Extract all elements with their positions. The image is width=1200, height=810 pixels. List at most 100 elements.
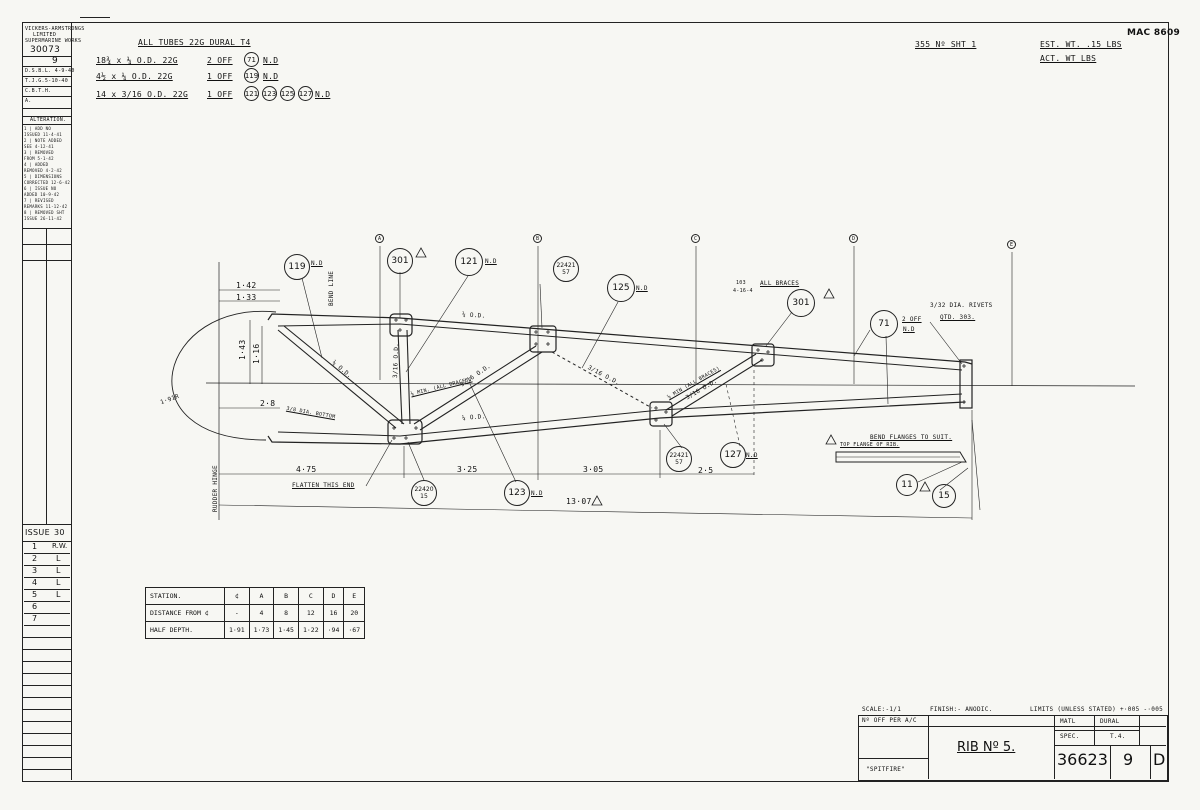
strip-blank-rows [22,626,71,780]
strip-rule-4 [22,86,71,87]
part-bubble-22420: 22420 15 [411,480,437,506]
part-127-nd: N.D [746,452,758,459]
spec-value: T.4. [1110,733,1126,740]
table-cell: 4 [248,604,275,622]
brace-125 [551,351,653,409]
flange-vert [971,419,981,511]
alteration-title: ALTERATION. [30,117,67,123]
leader-127 [725,383,741,447]
dim-label: 13·07 [566,497,592,506]
strip-rule-5 [22,96,71,97]
brace-123 [413,345,537,425]
tubes-title: ALL TUBES 22G DURAL T4 [138,38,251,47]
part-22421b-no: 22421 [669,452,689,459]
gusset-top-b [529,325,557,353]
tube-suffix-2: N.D [263,72,279,81]
flange-detail [835,451,967,463]
limits-label: LIMITS (UNLESS STATED) +·005 -·005 [1030,706,1164,713]
part-103-sub: 4-16-4 [733,288,753,294]
issue-no: 4 [32,578,38,587]
alteration-entry: REMOVED 4-2-42 [24,168,62,173]
table-row: HALF DEPTH. 1·91 1·73 1·45 1·22 ·94 ·67 [145,621,366,639]
drawing-title: RIB Nº 5. [957,740,1016,755]
rev-triangle-icon [825,434,837,445]
gusset-bottom-a [387,419,423,445]
table-cell: ·94 [322,621,345,639]
top-boom [267,313,973,365]
part-bubble-121: 121 [455,248,483,276]
sheet-number: 9 [1123,750,1134,769]
alteration-entry: ISSUED 11-4-41 [24,132,62,137]
title-block [858,715,1168,781]
tube-part-bubble: 71 [244,52,259,67]
issue-label: ISSUE [25,528,50,537]
dim-label: 1·42 [236,281,257,290]
act-weight: ACT. WT LBS [1040,54,1097,63]
rivet-note-2: QTD. 303. [940,314,976,321]
tb-divider-4 [1110,745,1111,779]
strip-checked: C.B.T.H. [25,88,52,94]
tb-divider-2 [1054,715,1055,779]
table-cell: B [273,587,299,605]
trailing-edge-cap [959,359,973,409]
rev-triangle-icon [823,288,835,299]
station-marker: C [691,234,700,243]
part-bubble-15: 15 [932,484,956,508]
tube-spec-2: 4½ x ¼ O.D. 22G [96,72,173,81]
tb-rule-2 [1054,730,1139,731]
tube-qty-1: 2 OFF [207,56,233,65]
rivet-marks [392,318,966,440]
table-cell: 1·73 [248,621,275,639]
drawing-size: D [1153,750,1166,769]
issue-no: 3 [32,566,38,575]
table-cell: 1·45 [273,621,299,639]
bend-flanges-note: BEND FLANGES TO SUIT. [870,434,953,441]
strip-rule-1 [22,56,71,57]
top-flange-note: TOP FLANGE OF RIB. [840,442,900,448]
part-bubble-301b: 301 [787,289,815,317]
mat-value: DURAL [1100,718,1120,725]
tube-spec-3: 14 x 3/16 O.D. 22G [96,90,189,99]
gusset-bottom-c [649,401,673,427]
tb-rule [858,726,1166,727]
alteration-entry: 6 | ISSUE NO [24,186,57,191]
part-103: 103 [736,280,746,286]
chord-datum-line [205,382,1136,387]
table-cell: C [297,587,324,605]
table-cell: E [343,587,366,605]
dim-label: 3·05 [583,465,604,474]
tube-part-bubble: 123 [262,86,277,101]
strip-traced: T.J.G.5-10-40 [25,78,69,84]
sheet-ref: 355 Nº SHT 1 [915,40,977,49]
brace-127-b [671,359,763,417]
table-row: STATION. ¢ A B C D E [145,587,366,605]
part-123-nd: N.D [531,490,543,497]
brace-121 [397,329,403,425]
station-marker: D [849,234,858,243]
all-braces-note: ALL BRACES [760,280,800,287]
alteration-entry: 4 | ADDED [24,162,49,167]
brace-127 [665,353,757,411]
issue-init: L [56,554,61,563]
part-bubble-119: 119 [284,254,310,280]
est-weight: EST. WT. .15 LBS [1040,40,1122,49]
alteration-entry: 1 | ADD NO [24,126,52,131]
aircraft-label: "SPITFIRE" [866,766,906,773]
table-cell-label: DISTANCE FROM ¢ [145,604,225,622]
gusset-top-a [389,313,413,337]
tube-part-bubble: 125 [280,86,295,101]
alteration-entry: ISSUE 26-11-42 [24,216,62,221]
part-22421a-no: 22421 [556,262,576,269]
strip-drawing-no: 30073 [30,45,61,55]
tube-spec-1: 18¾ x ¼ O.D. 22G [96,56,178,65]
company-line-1: VICKERS-ARMSTRONGS [25,26,85,32]
part-119-nd: N.D [311,260,323,267]
part-bubble-301a: 301 [387,248,413,274]
scale-label: SCALE:-1/1 [862,706,902,713]
company-line-3: SUPERMARINE WORKS [25,38,82,44]
tube-qty-3: 1 OFF [207,90,233,99]
rev-triangle-icon [415,247,427,258]
rev-triangle-icon [919,481,931,492]
strip-rule-6 [22,108,71,109]
